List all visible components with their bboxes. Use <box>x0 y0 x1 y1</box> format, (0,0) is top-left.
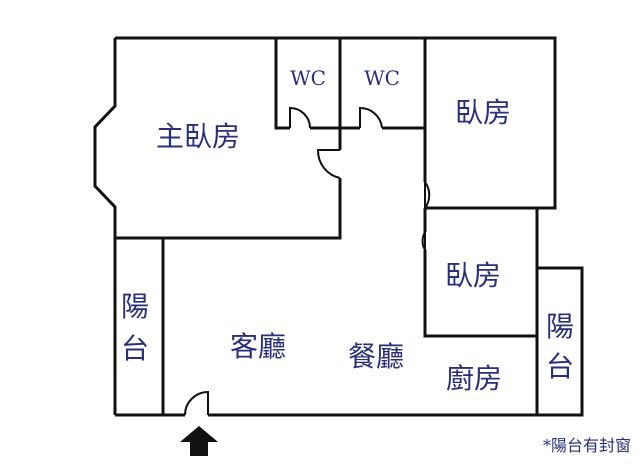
wall-balcony-right <box>208 266 584 417</box>
room-label-balcony-right-2: 台 <box>546 350 574 383</box>
room-label-kitchen: 廚房 <box>446 362 502 395</box>
wall-balcony-left <box>115 236 185 417</box>
room-label-living-room: 客廳 <box>230 330 286 363</box>
room-label-balcony-right-1: 陽 <box>546 310 574 343</box>
wall-master-bottom <box>163 178 342 240</box>
door-bedroom-1 <box>424 178 431 212</box>
door-bedroom-2 <box>421 228 426 254</box>
wall-wc-block <box>274 38 425 150</box>
wall-bedroom-1 <box>423 36 557 232</box>
room-label-wc-2: WC <box>364 66 400 90</box>
up-arrow-icon <box>180 426 218 456</box>
room-label-bedroom-2: 臥房 <box>445 259 501 292</box>
room-label-bedroom-1: 臥房 <box>455 96 511 129</box>
door-master-bedroom <box>316 149 341 179</box>
footnote: *陽台有封窗 <box>543 436 631 455</box>
door-wc-1 <box>289 106 311 129</box>
door-wc-2 <box>359 106 383 129</box>
door-entrance <box>184 390 209 416</box>
room-label-wc-1: WC <box>290 66 326 90</box>
wall-master-bedroom <box>93 36 425 415</box>
room-label-balcony-left-1: 陽 <box>121 290 149 323</box>
room-label-master-bedroom: 主臥房 <box>156 120 240 153</box>
room-label-balcony-left-2: 台 <box>121 332 149 365</box>
room-label-dining-room: 餐廳 <box>348 340 404 373</box>
